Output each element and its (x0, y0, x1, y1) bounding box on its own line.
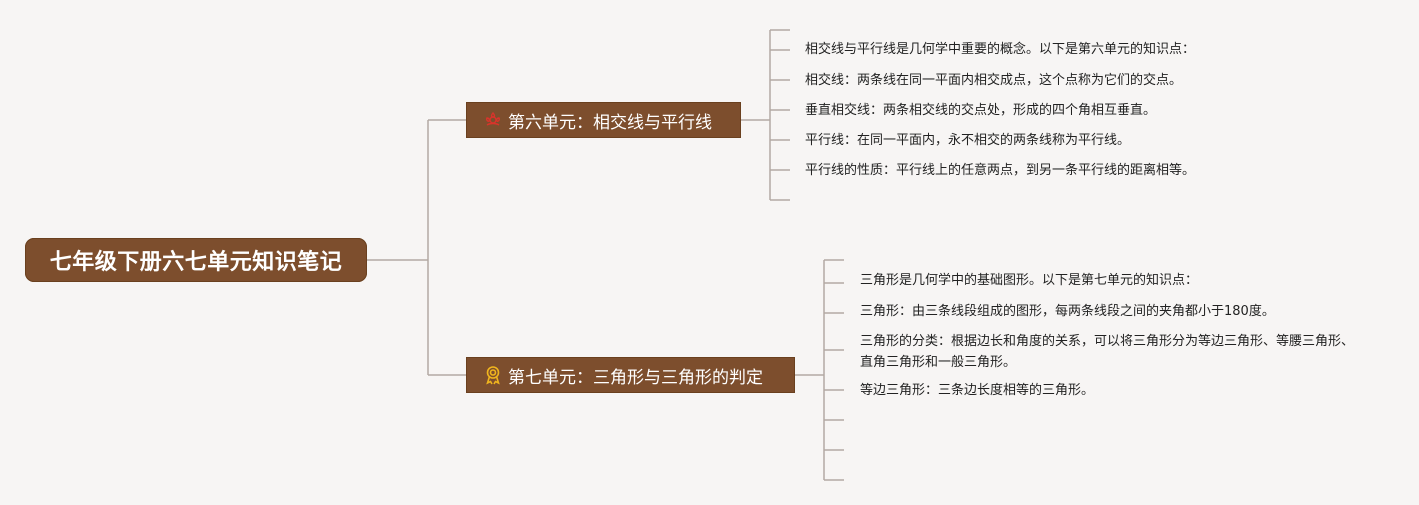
unit-six-note-intersecting-lines[interactable]: 相交线：两条线在同一平面内相交成点，这个点称为它们的交点。 (805, 73, 1183, 88)
unit-seven-note-equilateral[interactable]: 等边三角形：三条边长度相等的三角形。 (860, 383, 1095, 398)
branch-unit-six[interactable]: 第六单元：相交线与平行线 (466, 102, 741, 138)
root-topic[interactable]: 七年级下册六七单元知识笔记 (25, 238, 367, 282)
unit-seven-note-intro[interactable]: 三角形是几何学中的基础图形。以下是第七单元的知识点： (860, 273, 1199, 288)
award-ribbon-icon (483, 365, 503, 385)
root-topic-label: 七年级下册六七单元知识笔记 (49, 250, 343, 275)
branch-unit-seven-label: 第七单元：三角形与三角形的判定 (508, 367, 763, 388)
unit-six-note-parallel-properties[interactable]: 平行线的性质：平行线上的任意两点，到另一条平行线的距离相等。 (805, 163, 1196, 178)
unit-six-note-perpendicular[interactable]: 垂直相交线：两条相交线的交点处，形成的四个角相互垂直。 (805, 103, 1157, 118)
unit-seven-note-triangle-classification[interactable]: 三角形的分类：根据边长和角度的关系，可以将三角形分为等边三角形、等腰三角形、直角… (860, 334, 1355, 370)
unit-six-note-intro[interactable]: 相交线与平行线是几何学中重要的概念。以下是第六单元的知识点： (805, 42, 1196, 57)
branch-unit-seven[interactable]: 第七单元：三角形与三角形的判定 (466, 357, 795, 393)
branch-unit-six-label: 第六单元：相交线与平行线 (508, 112, 712, 133)
unit-six-note-parallel-lines[interactable]: 平行线：在同一平面内，永不相交的两条线称为平行线。 (805, 133, 1131, 148)
flower-icon (483, 110, 503, 130)
unit-seven-note-triangle-definition[interactable]: 三角形：由三条线段组成的图形，每两条线段之间的夹角都小于180度。 (860, 304, 1275, 319)
